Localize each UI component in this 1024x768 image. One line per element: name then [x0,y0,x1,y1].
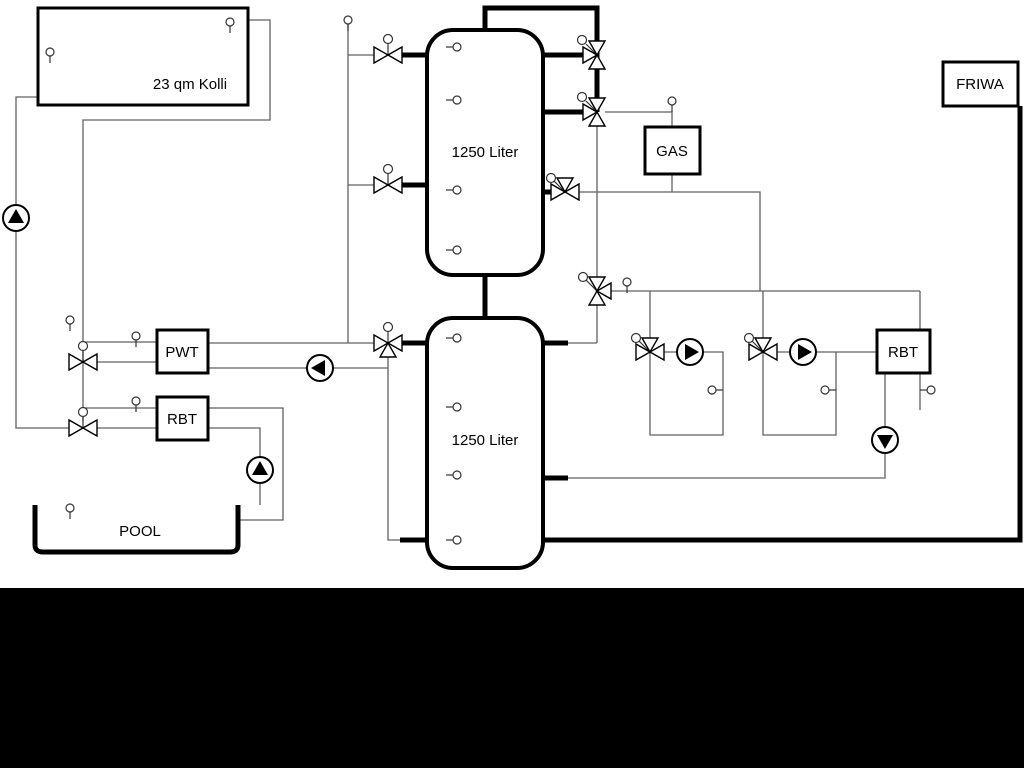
pool-label: POOL [119,523,161,540]
thin-piping [15,19,930,541]
diagram-canvas: 23 qm Kolli 1250 Liter 1250 Liter PWT RB… [0,0,1024,588]
rbt-right-label: RBT [888,344,918,361]
pump-right-icon [789,338,817,366]
rbt-right-box [875,328,932,375]
buffer-tank-1 [425,28,545,277]
pump-left-icon [306,354,334,382]
pump-up-icon [246,456,274,484]
three-way-valve-icon [577,271,612,306]
pwt-box [155,328,210,375]
buffer-tank-1-label: 1250 Liter [452,144,519,161]
three-way-valve-icon [576,91,606,127]
pool-shape [32,505,241,555]
three-way-valve-icon [576,34,606,70]
buffer-tank-2-label: 1250 Liter [452,432,519,449]
valve-icon [373,163,403,194]
solar-collector-box [36,6,250,107]
friwa-box [941,60,1020,108]
black-footer-bar [0,588,1024,768]
rbt-left-label: RBT [167,411,197,428]
sensor-icon [820,385,837,395]
sensor-icon [343,15,353,32]
three-way-valve-icon [743,332,778,361]
sensor-icon [65,315,75,332]
rbt-left-box [155,395,210,442]
three-way-valve-icon [630,332,665,361]
gas-label: GAS [656,143,688,160]
sensor-icon [65,503,75,520]
valve-icon [373,33,403,64]
valve-icon [68,406,98,437]
sensor-icon [667,96,677,113]
pwt-label: PWT [165,344,198,361]
sensor-icon [707,385,724,395]
sensor-icon [919,385,936,395]
buffer-tank-2 [425,316,545,570]
three-way-valve-icon [545,172,580,201]
thick-piping [400,5,1023,543]
pump-down-icon [871,426,899,454]
pump-right-icon [676,338,704,366]
sensor-icon [131,396,141,413]
solar-collector-label: 23 qm Kolli [153,76,227,93]
hydraulic-schematic: 23 qm Kolli 1250 Liter 1250 Liter PWT RB… [2,5,1023,570]
gas-boiler-box [643,125,702,176]
three-way-valve-icon [373,321,403,358]
pump-up-icon [2,204,30,232]
sensor-icon [131,331,141,348]
friwa-label: FRIWA [956,76,1004,93]
